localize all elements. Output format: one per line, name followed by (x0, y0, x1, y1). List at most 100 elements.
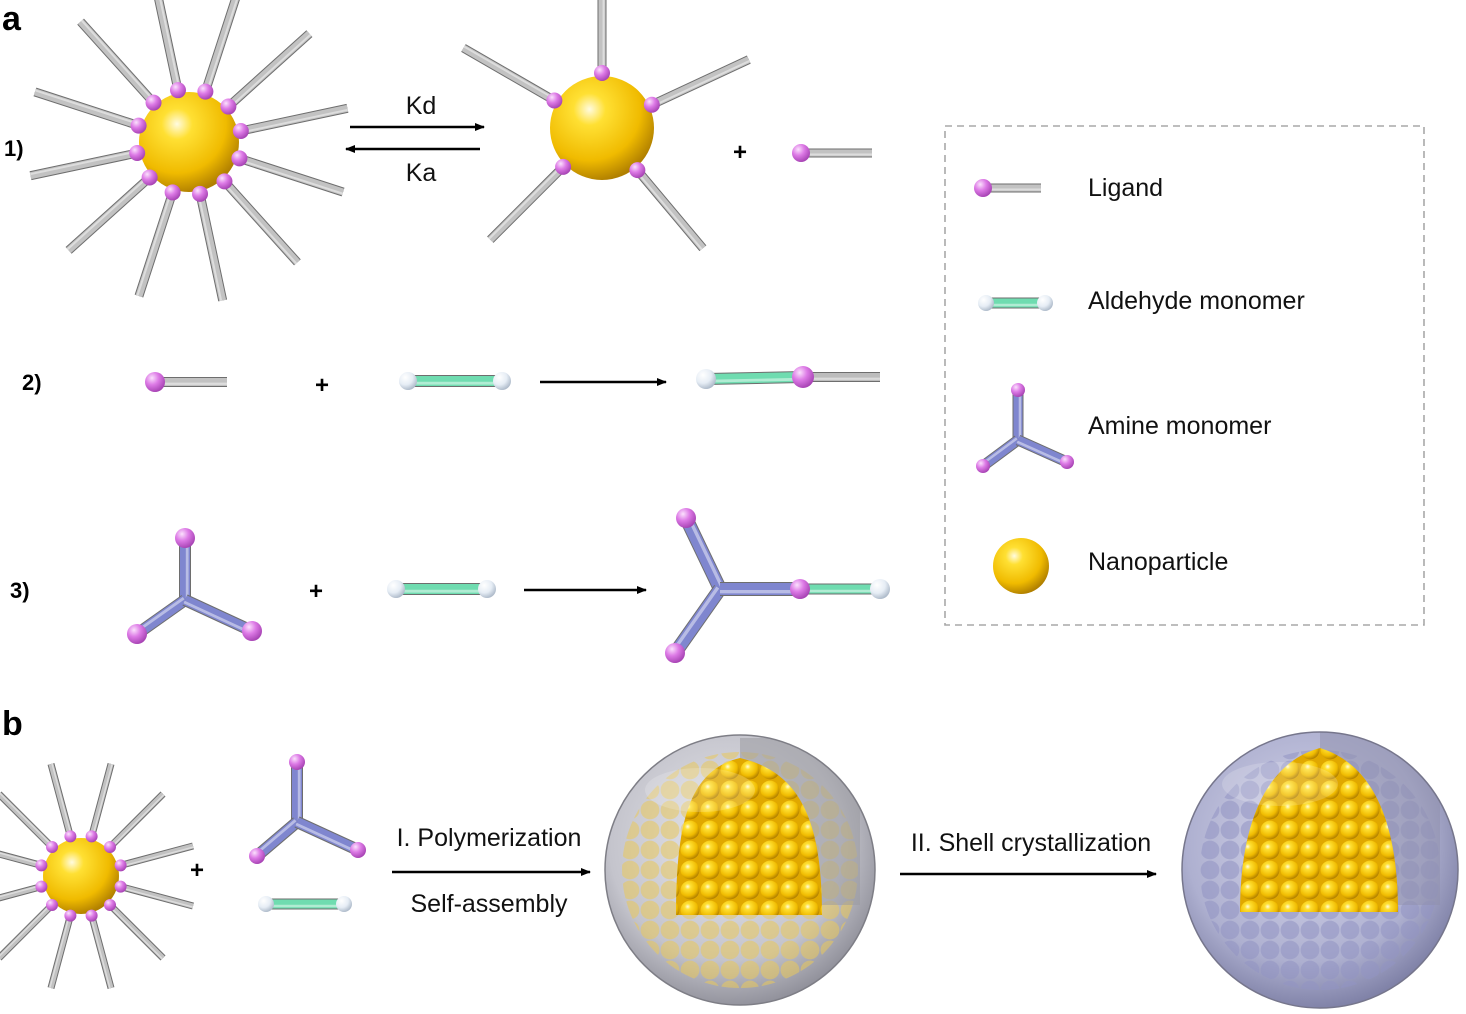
amine-arm (1016, 435, 1069, 467)
plus-sign: + (309, 578, 323, 605)
ligand-head (35, 880, 48, 893)
ligand-head (555, 158, 572, 175)
ligand-head (130, 117, 147, 134)
ligand-head (64, 830, 77, 843)
plus-sign: + (315, 372, 329, 399)
ligand-tail (0, 792, 54, 849)
legend-ligand-icon (974, 179, 1041, 197)
ligand-tail (241, 104, 349, 135)
ligand-head (103, 841, 116, 854)
plus-sign: + (190, 857, 204, 884)
legend-nanoparticle-icon (993, 538, 1049, 594)
amine-arm (680, 515, 726, 592)
self-assembly-label: Self-assembly (411, 890, 568, 918)
aldehyde-end (1037, 295, 1053, 311)
ligand-aldehyde-product (696, 366, 880, 389)
legend-ligand-label: Ligand (1088, 174, 1163, 202)
ligand-head (231, 150, 248, 167)
amine-end (289, 754, 305, 770)
legend-box (944, 125, 1425, 626)
ligand-tail (135, 192, 176, 298)
step-1-label: 1) (4, 136, 24, 161)
ligand-tail (226, 30, 312, 109)
partially-capped-nanoparticle (461, 0, 751, 252)
amine-arm (253, 818, 301, 860)
aldehyde-monomer (387, 580, 496, 598)
ligand-tail (89, 915, 114, 989)
aldehyde-end (493, 372, 511, 390)
ligand-tail (120, 884, 194, 909)
ligand-tail (108, 903, 165, 960)
ligand-tail (155, 0, 182, 90)
amine-end (127, 624, 147, 644)
nanoparticle-core-cutaway (1240, 748, 1398, 912)
amine-aldehyde-product (665, 508, 890, 663)
panel-label-a: a (2, 0, 22, 38)
ligand-head (594, 65, 610, 81)
rate-ka-label: Ka (406, 159, 437, 187)
amine-monomer (249, 754, 366, 864)
amine-monomer (127, 528, 262, 644)
ligand-head (974, 179, 992, 197)
aldehyde-monomer (258, 896, 352, 912)
amine-arm (980, 436, 1021, 470)
nanoparticle-core-cutaway (676, 758, 822, 915)
aldehyde-end (336, 896, 352, 912)
ligand-tail (635, 168, 706, 251)
ligand-tail (0, 903, 54, 960)
ligand-head (64, 909, 77, 922)
ligand-head (192, 185, 209, 202)
ligand-tail (48, 763, 73, 837)
aldehyde-monomer (399, 372, 511, 390)
ligand-tail (196, 194, 227, 302)
ligand-tail (66, 175, 152, 254)
ligand-head (145, 94, 162, 111)
ligand-tail (77, 19, 156, 105)
aldehyde-end (696, 369, 716, 389)
amine-arm (182, 595, 255, 636)
amine-end (175, 528, 195, 548)
amine-arm (670, 585, 725, 657)
ligand-tail (461, 44, 556, 104)
ligand-head (85, 830, 98, 843)
ligand-head (232, 122, 249, 139)
nanoparticle (993, 538, 1049, 594)
aldehyde-end (478, 580, 496, 598)
core-shell-sphere-amorphous (604, 734, 876, 1006)
step-2-label: 2) (22, 370, 42, 395)
ligand-head (792, 144, 810, 162)
ligand-head (141, 169, 158, 186)
aldehyde-end (258, 896, 274, 912)
amine-end (976, 459, 990, 473)
ligand-head (114, 859, 127, 872)
ligand-head (643, 96, 660, 113)
ligand-head (46, 841, 59, 854)
rate-kd-label: Kd (406, 92, 437, 120)
nanoparticle (139, 92, 239, 192)
ligand-tail (0, 884, 42, 901)
amine-end (249, 848, 265, 864)
nanoparticle (550, 76, 654, 180)
ligand-head (35, 859, 48, 872)
legend-amine-label: Amine monomer (1088, 412, 1271, 440)
legend-amine-icon (976, 383, 1074, 473)
amine-end (1011, 383, 1025, 397)
ligand-tail (222, 179, 301, 265)
legend-aldehyde-icon (978, 295, 1053, 311)
ligand-head (85, 909, 98, 922)
ligand-capped-nanoparticle-small (0, 763, 194, 989)
amine-end (350, 842, 366, 858)
ligand-tail (108, 792, 165, 849)
ligand-tail (33, 88, 139, 129)
ligand-tail (0, 851, 42, 868)
aldehyde-end (978, 295, 994, 311)
ligand-head (164, 184, 181, 201)
ligand-head (46, 898, 59, 911)
ligand-head (145, 372, 165, 392)
panel-label-b: b (2, 705, 23, 743)
ligand-head (169, 82, 186, 99)
ligand-tail (89, 763, 114, 837)
polymerization-label: I. Polymerization (397, 824, 582, 852)
ligand-tail (239, 155, 345, 196)
